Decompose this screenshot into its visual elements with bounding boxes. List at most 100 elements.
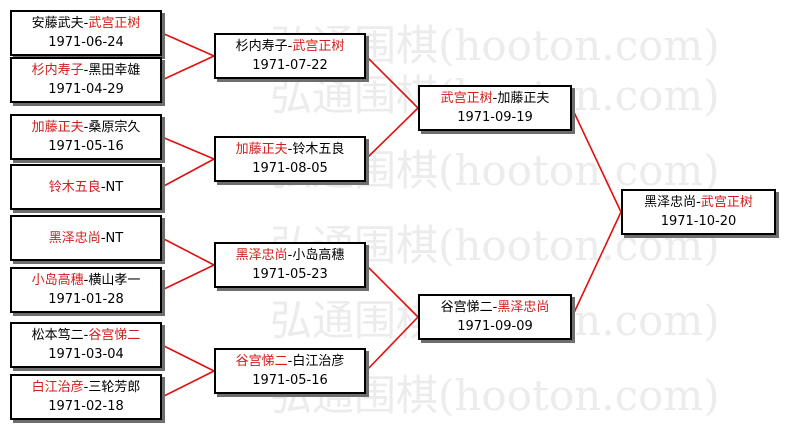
round2-match-box: 加藤正夫-铃木五良 1971-08-05 — [214, 136, 366, 182]
match-players: 铃木五良-NT — [12, 178, 160, 197]
connector-line — [161, 344, 215, 372]
connector-line — [365, 264, 419, 318]
match-date: 1971-02-18 — [48, 399, 124, 414]
match-date: 1971-10-20 — [660, 214, 737, 229]
vs-separator: - — [83, 63, 89, 78]
vs-separator: - — [100, 179, 106, 195]
player-name: 三轮芳郎 — [88, 380, 141, 395]
connector-line — [365, 55, 419, 109]
match-players: 加藤正夫-桑原宗久 — [12, 118, 160, 137]
match-players: 黑泽忠尚-NT — [12, 229, 160, 248]
player-name: 小岛高穗 — [31, 273, 84, 288]
round1-match-box: 白江治彦-三轮芳郎 1971-02-18 — [10, 374, 162, 420]
connector-line — [571, 107, 622, 213]
player-name: 松本笃二 — [31, 328, 84, 343]
vs-separator: - — [83, 273, 89, 288]
player-name: 武宫正树 — [292, 39, 345, 54]
match-players: 杉内寿子-黑田幸雄 — [12, 61, 160, 80]
player-name: 杉内寿子 — [235, 39, 288, 54]
connector-line — [365, 316, 419, 372]
match-players: 武宫正树-加藤正夫 — [420, 89, 570, 108]
player-name: 铃木五良 — [48, 179, 101, 195]
round2-match-box: 黑泽忠尚-小岛高穗 1971-05-23 — [214, 242, 366, 288]
vs-separator: - — [83, 328, 89, 343]
player-name: 白江治彦 — [292, 354, 345, 369]
vs-separator: - — [83, 380, 89, 395]
round1-match-box: 小岛高穗-横山孝一 1971-01-28 — [10, 267, 162, 313]
vs-separator: - — [287, 248, 293, 263]
player-name: 谷宫悌二 — [88, 328, 141, 343]
match-date: 1971-03-04 — [48, 347, 124, 362]
round3-match-box: 武宫正树-加藤正夫 1971-09-19 — [418, 85, 572, 131]
match-date: 1971-08-05 — [252, 161, 328, 176]
player-name: NT — [105, 179, 124, 195]
player-name: 铃木五良 — [292, 142, 345, 157]
connector-line — [571, 211, 622, 318]
player-name: 杉内寿子 — [31, 63, 84, 78]
vs-separator: - — [696, 195, 701, 210]
vs-separator: - — [83, 16, 89, 31]
round2-match-box: 谷宫悌二-白江治彦 1971-05-16 — [214, 348, 366, 394]
player-name: 安藤武夫 — [31, 16, 84, 31]
connector-line — [365, 107, 419, 160]
player-name: 武宫正树 — [88, 16, 141, 31]
match-players: 黑泽忠尚-小岛高穗 — [216, 246, 364, 265]
match-players: 杉内寿子-武宫正树 — [216, 37, 364, 56]
match-players: 松本笃二-谷宫悌二 — [12, 326, 160, 345]
player-name: 白江治彦 — [31, 380, 84, 395]
vs-separator: - — [287, 39, 293, 54]
connector-line — [161, 264, 215, 291]
vs-separator: - — [287, 142, 293, 157]
match-date: 1971-09-09 — [457, 319, 533, 334]
connector-line — [161, 158, 215, 188]
connector-line — [161, 370, 215, 398]
round1-match-box: 加藤正夫-桑原宗久 1971-05-16 — [10, 114, 162, 160]
match-players: 安藤武夫-武宫正树 — [12, 14, 160, 33]
player-name: 加藤正夫 — [497, 91, 550, 106]
match-players: 黑泽忠尚-武宫正树 — [623, 193, 774, 212]
vs-separator: - — [83, 120, 89, 135]
match-date: 1971-01-28 — [48, 292, 124, 307]
connector-line — [161, 32, 215, 57]
vs-separator: - — [492, 91, 498, 106]
connector-line — [161, 55, 215, 81]
player-name: 谷宫悌二 — [440, 300, 493, 315]
player-name: 武宫正树 — [700, 195, 753, 210]
vs-separator: - — [100, 230, 106, 246]
player-name: 谷宫悌二 — [235, 354, 288, 369]
vs-separator: - — [287, 354, 293, 369]
player-name: 加藤正夫 — [235, 142, 288, 157]
final-match-box: 黑泽忠尚-武宫正树 1971-10-20 — [621, 189, 776, 235]
connector-line — [161, 237, 215, 266]
match-date: 1971-05-23 — [252, 267, 328, 282]
player-name: 黑泽忠尚 — [497, 300, 550, 315]
player-name: 桑原宗久 — [88, 120, 141, 135]
match-date: 1971-09-19 — [457, 110, 533, 125]
match-date: 1971-05-16 — [252, 373, 328, 388]
match-date: 1971-04-29 — [48, 82, 124, 97]
round1-match-box: 黑泽忠尚-NT — [10, 215, 162, 261]
round2-match-box: 杉内寿子-武宫正树 1971-07-22 — [214, 33, 366, 79]
player-name: 加藤正夫 — [31, 120, 84, 135]
player-name: 黑田幸雄 — [88, 63, 141, 78]
player-name: NT — [105, 230, 124, 246]
player-name: 武宫正树 — [440, 91, 493, 106]
connector-line — [161, 136, 215, 160]
round1-match-box: 松本笃二-谷宫悌二 1971-03-04 — [10, 322, 162, 368]
player-name: 黑泽忠尚 — [235, 248, 288, 263]
match-players: 白江治彦-三轮芳郎 — [12, 378, 160, 397]
round1-match-box: 安藤武夫-武宫正树 1971-06-24 — [10, 10, 162, 56]
player-name: 黑泽忠尚 — [48, 230, 101, 246]
match-date: 1971-05-16 — [48, 139, 124, 154]
player-name: 横山孝一 — [88, 273, 141, 288]
match-players: 小岛高穗-横山孝一 — [12, 271, 160, 290]
round1-match-box: 杉内寿子-黑田幸雄 1971-04-29 — [10, 57, 162, 103]
round1-match-box: 铃木五良-NT — [10, 164, 162, 210]
player-name: 黑泽忠尚 — [644, 195, 697, 210]
match-date: 1971-06-24 — [48, 35, 124, 50]
match-players: 谷宫悌二-黑泽忠尚 — [420, 298, 570, 317]
player-name: 小岛高穗 — [292, 248, 345, 263]
round3-match-box: 谷宫悌二-黑泽忠尚 1971-09-09 — [418, 294, 572, 340]
match-date: 1971-07-22 — [252, 58, 328, 73]
